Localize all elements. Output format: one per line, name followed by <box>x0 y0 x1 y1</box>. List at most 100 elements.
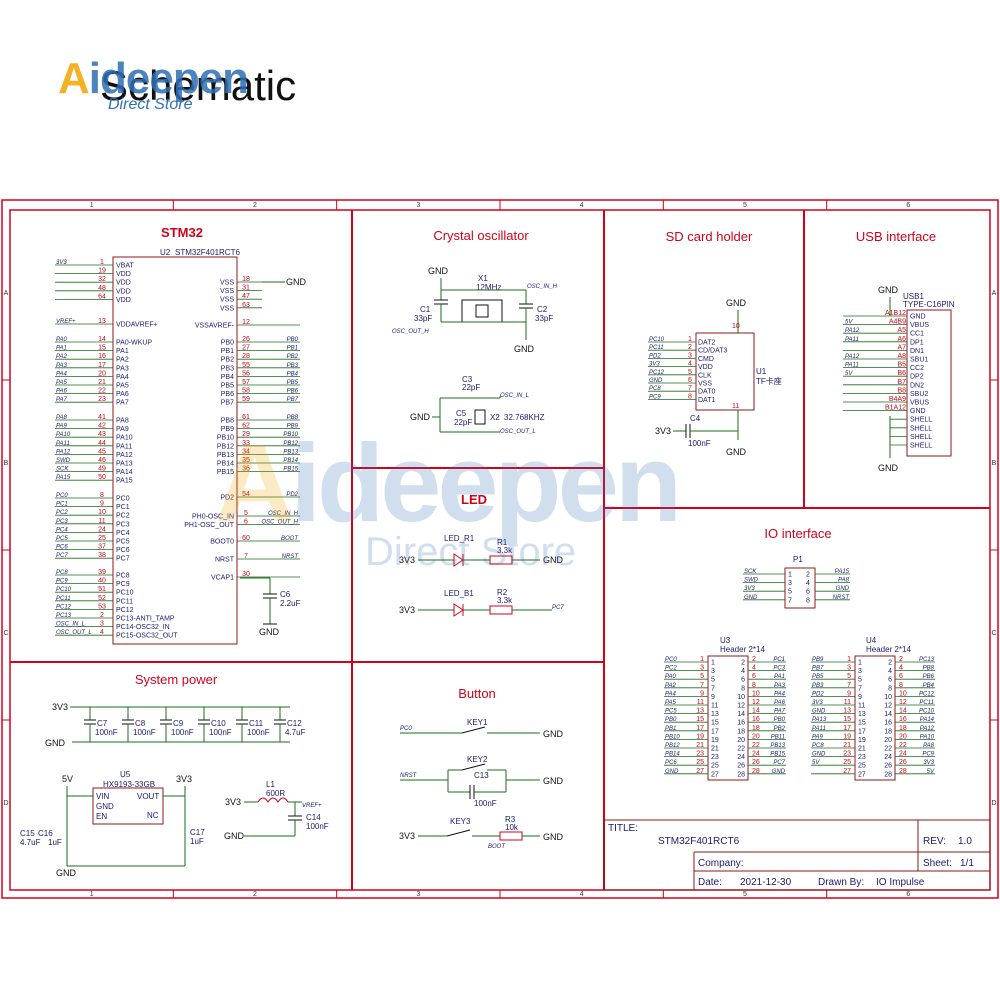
sd-gnd-bottom: GND <box>726 447 747 457</box>
frame-row-label: B <box>992 460 997 467</box>
sd-net: GND <box>649 378 663 384</box>
mcu-right-pin-number: 26 <box>242 336 250 343</box>
mcu-left-pin-name: PA3 <box>116 365 129 372</box>
sd-pin-name: DAT1 <box>698 397 715 404</box>
section-dividers <box>10 210 990 890</box>
header-pin-number: 26 <box>899 759 907 766</box>
header-pin-number: 5 <box>700 673 704 680</box>
button-pc0: PC0 <box>400 726 412 732</box>
mcu-right-pin-name: PD2 <box>220 495 234 502</box>
usb-pin-name: SHELL <box>910 443 932 450</box>
mcu-right-pin-number: 54 <box>242 491 250 498</box>
header-pin-number: 22 <box>737 746 745 753</box>
header-left-net: GND <box>665 769 679 775</box>
mcu-right-pin-name: PB4 <box>221 374 234 381</box>
mcu-right-pin-name: PB5 <box>221 383 234 390</box>
header-pin-number: 4 <box>899 665 903 672</box>
mcu-right-net: PB14 <box>283 458 298 464</box>
header-right-net: PA3 <box>774 683 786 689</box>
mcu-left-net: PC7 <box>56 553 68 559</box>
frame-col-label: 3 <box>416 202 420 209</box>
header-right-net: PA4 <box>774 691 786 697</box>
header-pin-number: 10 <box>737 694 745 701</box>
power-c14-value: 100nF <box>306 822 329 831</box>
sd-net: PC12 <box>649 370 665 376</box>
usb-pin-name: GND <box>910 408 926 415</box>
mcu-right-pin-number: 58 <box>242 388 250 395</box>
frame-col-label: 6 <box>906 202 910 209</box>
sd-pin-name: DAT0 <box>698 389 715 396</box>
crystal-circuit: GND C1 33pF X1 12MHz OSC_IN_H OSC_OUT_H … <box>392 266 558 435</box>
sd-pin-name: DAT2 <box>698 340 715 347</box>
p1-pin-number: 2 <box>806 572 810 579</box>
mcu-left-net: PC9 <box>56 579 68 585</box>
sheet-value: 1/1 <box>960 858 974 869</box>
header-left-net: 5V <box>812 760 820 766</box>
mcu-left-pin-number: 39 <box>98 569 106 576</box>
mcu-left-net: PC12 <box>56 604 72 610</box>
crystal-osc-in-l: OSC_IN_L <box>500 393 529 399</box>
usb-pin-name: SHELL <box>910 425 932 432</box>
header-pin-number: 11 <box>844 699 851 706</box>
mcu-right-pin-number: 18 <box>242 276 250 283</box>
frame-row-label: A <box>4 290 9 297</box>
mcu-left-pin-name: VDD <box>116 288 131 295</box>
mcu-cap-gnd: GND <box>259 627 280 637</box>
mcu-ref: U2 <box>160 248 171 257</box>
p1-left-net: 3V3 <box>744 586 755 592</box>
mcu-right-pin-name: VCAP1 <box>211 575 234 582</box>
led-r2-value: 3.3k <box>497 596 513 605</box>
mcu-right-net: PB7 <box>287 397 299 403</box>
sd-ref: U1 <box>756 367 767 376</box>
mcu-left-net: PA9 <box>56 424 68 430</box>
header-pin-number: 2 <box>888 660 892 667</box>
usb-pin-name: CC1 <box>910 331 924 338</box>
header-pin-number: 10 <box>899 690 907 697</box>
header-pin-number: 6 <box>752 673 756 680</box>
header-right-net: 3V3 <box>923 760 934 766</box>
header-left-net: PB9 <box>812 657 824 663</box>
cap-value: 4.7uF <box>285 728 306 737</box>
header-pin-number: 3 <box>847 665 851 672</box>
mcu-right-pin-number: 62 <box>242 423 250 430</box>
mcu-left-pin-number: 24 <box>98 526 106 533</box>
usb-pin-name: SHELL <box>910 417 932 424</box>
header-pin-number: 16 <box>884 720 892 727</box>
frame-col-label: 3 <box>416 891 420 898</box>
usb-pin-number: B1A12 <box>885 405 906 412</box>
mcu-right-pin-number: 61 <box>242 414 250 421</box>
cap-ref: C12 <box>287 719 302 728</box>
crystal-gnd-top: GND <box>428 266 449 276</box>
header-pin-number: 18 <box>737 728 745 735</box>
mcu-right-net: PB5 <box>287 380 299 386</box>
mcu-right-pin-name: PB13 <box>217 452 234 459</box>
mcu-right-net: OSC_IN_H <box>268 511 299 517</box>
sd-side-bottom: 11 <box>732 403 739 410</box>
header-left-net: PD2 <box>812 691 824 697</box>
header-pin-number: 2 <box>741 660 745 667</box>
frame-col-label: 1 <box>90 202 94 209</box>
power-c17-ref: C17 <box>190 828 205 837</box>
header-pin-number: 15 <box>858 720 866 727</box>
power-l1-3v3: 3V3 <box>225 797 241 807</box>
mcu-right-net: PB8 <box>287 415 299 421</box>
header-pin-number: 25 <box>858 763 866 770</box>
cap-value: 100nF <box>95 728 118 737</box>
mcu-right-pin-name: PB12 <box>217 443 234 450</box>
mcu-right-pin-number: 34 <box>242 448 250 455</box>
crystal-x1-freq: 12MHz <box>476 283 501 292</box>
header-pin-number: 17 <box>711 728 719 735</box>
button-3v3: 3V3 <box>399 831 415 841</box>
header-pin-number: 20 <box>737 737 745 744</box>
header-right-net: PC7 <box>773 760 785 766</box>
header-right-net: PB13 <box>770 743 785 749</box>
led-b-label: LED_B1 <box>444 589 474 598</box>
mcu-left-pin-number: 50 <box>98 474 106 481</box>
section-title-usb: USB interface <box>856 229 936 244</box>
mcu-left-pin-name: PC10 <box>116 590 134 597</box>
power-l1-ref: L1 <box>266 780 275 789</box>
header-pin-number: 1 <box>858 660 862 667</box>
frame-row-label: D <box>3 800 8 807</box>
mcu-left-net: PA5 <box>56 380 68 386</box>
